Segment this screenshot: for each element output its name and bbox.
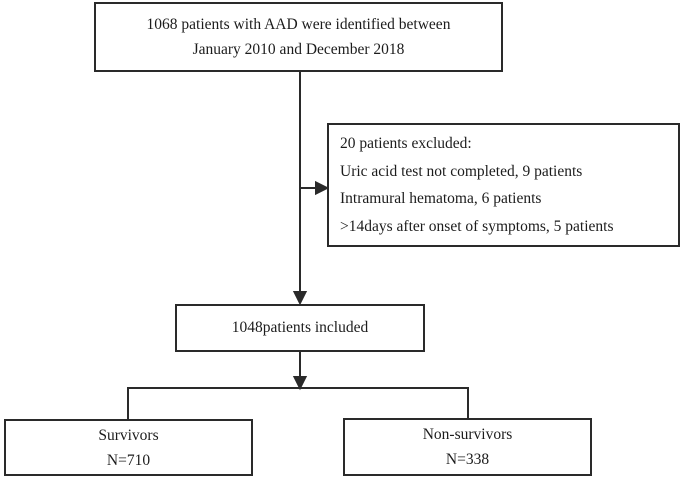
non-survivors-count: N=338 [445,451,490,468]
non-survivors-label: Non-survivors [422,426,513,443]
exclusion-header: 20 patients excluded: [340,135,472,152]
arrow-to-exclusion [300,180,330,196]
included-patients-box: 1048patients included [175,304,425,352]
non-survivors-box: Non-survivors N=338 [343,418,592,476]
included-patients-label: 1048patients included [231,319,369,336]
identified-patients-line2: January 2010 and December 2018 [192,41,405,58]
exclusion-reason-late-onset: >14days after onset of symptoms, 5 patie… [340,217,614,235]
arrow-included-to-split [292,352,308,391]
split-connector [127,387,469,419]
arrow-top-to-included [292,72,308,306]
identified-patients-line1: 1068 patients with AAD were identified b… [146,16,451,33]
survivors-count: N=710 [106,451,151,469]
exclusion-reason-uric-acid: Uric acid test not completed, 9 patients [340,162,583,180]
survivors-label: Survivors [98,426,159,444]
exclusion-box: 20 patients excluded: Uric acid test not… [327,123,680,247]
exclusion-reason-hematoma: Intramural hematoma, 6 patients [340,190,542,207]
identified-patients-box: 1068 patients with AAD were identified b… [94,2,503,72]
survivors-box: Survivors N=710 [4,419,253,476]
